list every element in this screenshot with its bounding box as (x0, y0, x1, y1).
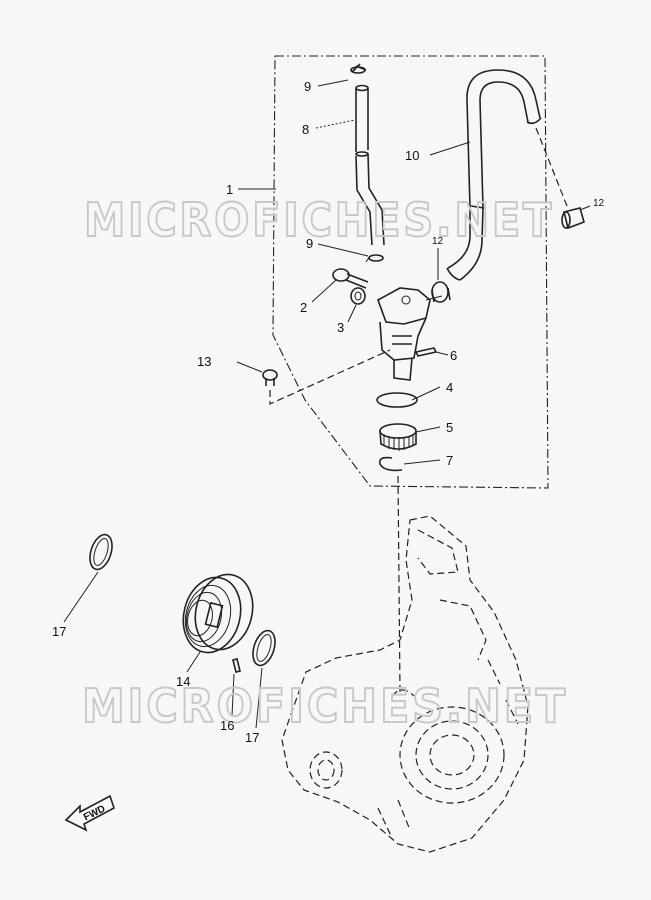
part-12-collar-right[interactable] (561, 207, 585, 230)
pump-to-housing-guide (397, 475, 401, 693)
oil-pump-body[interactable] (377, 287, 443, 381)
part-13-screw[interactable] (262, 369, 278, 386)
fwd-label: FWD (82, 803, 107, 823)
callout-17-right: 17 (245, 730, 259, 745)
callout-12-left: 12 (432, 236, 444, 247)
part-12-collar-left[interactable] (431, 281, 451, 303)
part-17-snap-ring-left[interactable] (86, 532, 116, 572)
callout-14: 14 (176, 674, 190, 689)
callout-9-lower: 9 (306, 236, 313, 251)
part-7-circlip[interactable] (378, 456, 403, 472)
callout-13: 13 (197, 354, 211, 369)
part-10-oil-hose[interactable] (446, 69, 542, 281)
part-3-washer[interactable] (350, 287, 366, 305)
hose-10-to-12-guide (535, 127, 568, 207)
part-8-vent-hose[interactable] (355, 84, 385, 246)
callout-2: 2 (300, 300, 307, 315)
engine-case-housing (281, 515, 529, 853)
callout-7: 7 (446, 453, 453, 468)
watermark-top: MICROFICHES.NET (84, 193, 554, 247)
callout-3: 3 (337, 320, 344, 335)
part-2-bolt[interactable] (332, 268, 369, 289)
part-5-drive-gear[interactable] (379, 423, 417, 451)
callout-10: 10 (405, 148, 419, 163)
watermark-bottom: MICROFICHES.NET (82, 679, 568, 733)
callout-17-left: 17 (52, 624, 66, 639)
callout-9-top: 9 (304, 79, 311, 94)
part-17-snap-ring-right[interactable] (249, 628, 279, 668)
part-16-pin[interactable] (232, 658, 241, 673)
callout-1: 1 (226, 182, 233, 197)
callout-6: 6 (450, 348, 457, 363)
callout-16: 16 (220, 718, 234, 733)
callout-8: 8 (302, 122, 309, 137)
part-9-clip-bottom[interactable] (365, 254, 384, 263)
part-4-o-ring[interactable] (376, 392, 418, 408)
assembly-group-outline (272, 55, 549, 489)
callout-leader-lines (63, 79, 591, 729)
screw-13-guide (269, 349, 391, 405)
callout-5: 5 (446, 420, 453, 435)
callout-4: 4 (446, 380, 453, 395)
part-14-pulley[interactable] (176, 568, 261, 658)
part-9-clip-top[interactable] (350, 63, 367, 74)
callout-12-right: 12 (593, 198, 605, 209)
part-6-pin[interactable] (414, 347, 438, 357)
forward-direction-arrow: FWD (64, 794, 115, 832)
